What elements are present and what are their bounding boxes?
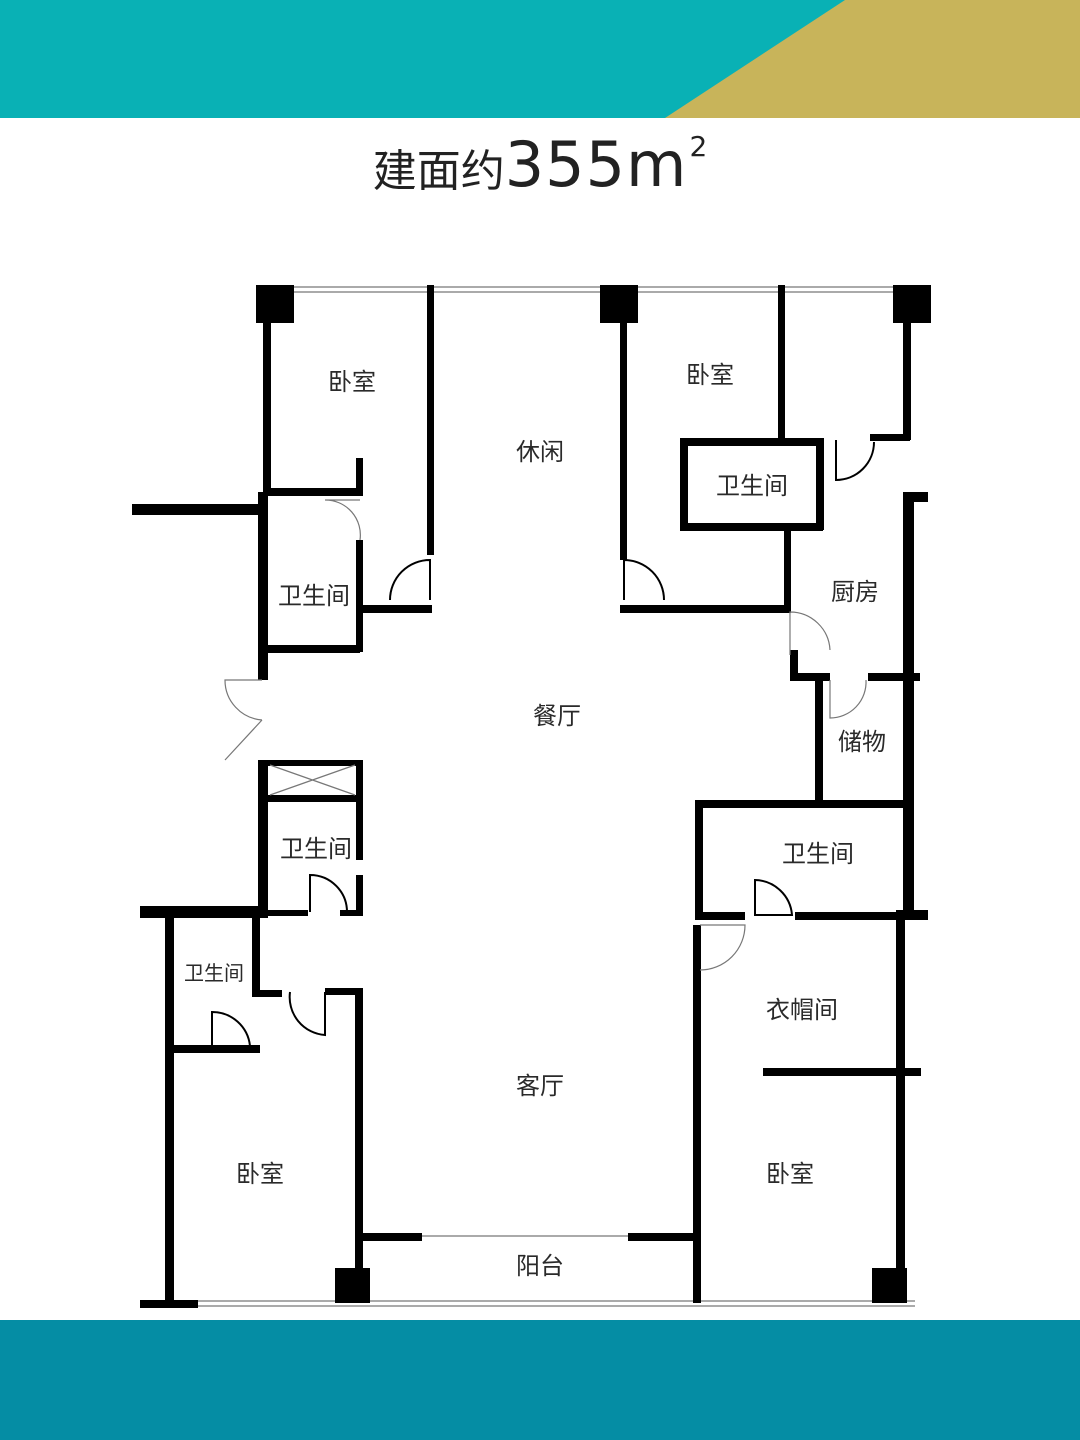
label-closet: 衣帽间 <box>766 996 838 1024</box>
room-labels: 卧室 休闲 卧室 卫生间 卫生间 厨房 餐厅 储物 卫生间 卫生间 卫生间 衣帽… <box>184 361 886 1280</box>
label-bath-right: 卫生间 <box>782 840 854 868</box>
label-leisure: 休闲 <box>516 438 564 466</box>
label-kitchen: 厨房 <box>831 578 879 606</box>
label-bedroom-top-right: 卧室 <box>686 361 734 389</box>
window-lines <box>190 286 915 1307</box>
label-bath-top-right: 卫生间 <box>716 472 788 500</box>
label-bedroom-bottom-right: 卧室 <box>766 1160 814 1188</box>
label-storage: 储物 <box>838 728 886 756</box>
footer-band <box>0 1320 1080 1440</box>
columns <box>256 285 931 1303</box>
floor-plan: 卧室 休闲 卧室 卫生间 卫生间 厨房 餐厅 储物 卫生间 卫生间 卫生间 衣帽… <box>132 285 931 1308</box>
title-number: 355 <box>504 128 627 201</box>
label-bath-bottom-left: 卫生间 <box>184 961 244 985</box>
label-bath-left-lower: 卫生间 <box>280 835 352 863</box>
label-dining: 餐厅 <box>533 702 581 730</box>
label-bath-left-upper: 卫生间 <box>278 582 350 610</box>
label-balcony: 阳台 <box>516 1252 564 1280</box>
title-superscript: 2 <box>689 130 708 163</box>
area-title: 建面约355m2 <box>0 128 1080 201</box>
header-band <box>0 0 1080 118</box>
title-prefix: 建面约 <box>372 146 505 197</box>
title-unit: m <box>626 128 688 201</box>
label-bedroom-top-left: 卧室 <box>328 368 376 396</box>
header-gold-triangle <box>665 0 1080 118</box>
door-swings <box>211 440 875 1048</box>
walls <box>132 285 928 1308</box>
label-living: 客厅 <box>516 1072 564 1100</box>
label-bedroom-bottom-left: 卧室 <box>236 1160 284 1188</box>
